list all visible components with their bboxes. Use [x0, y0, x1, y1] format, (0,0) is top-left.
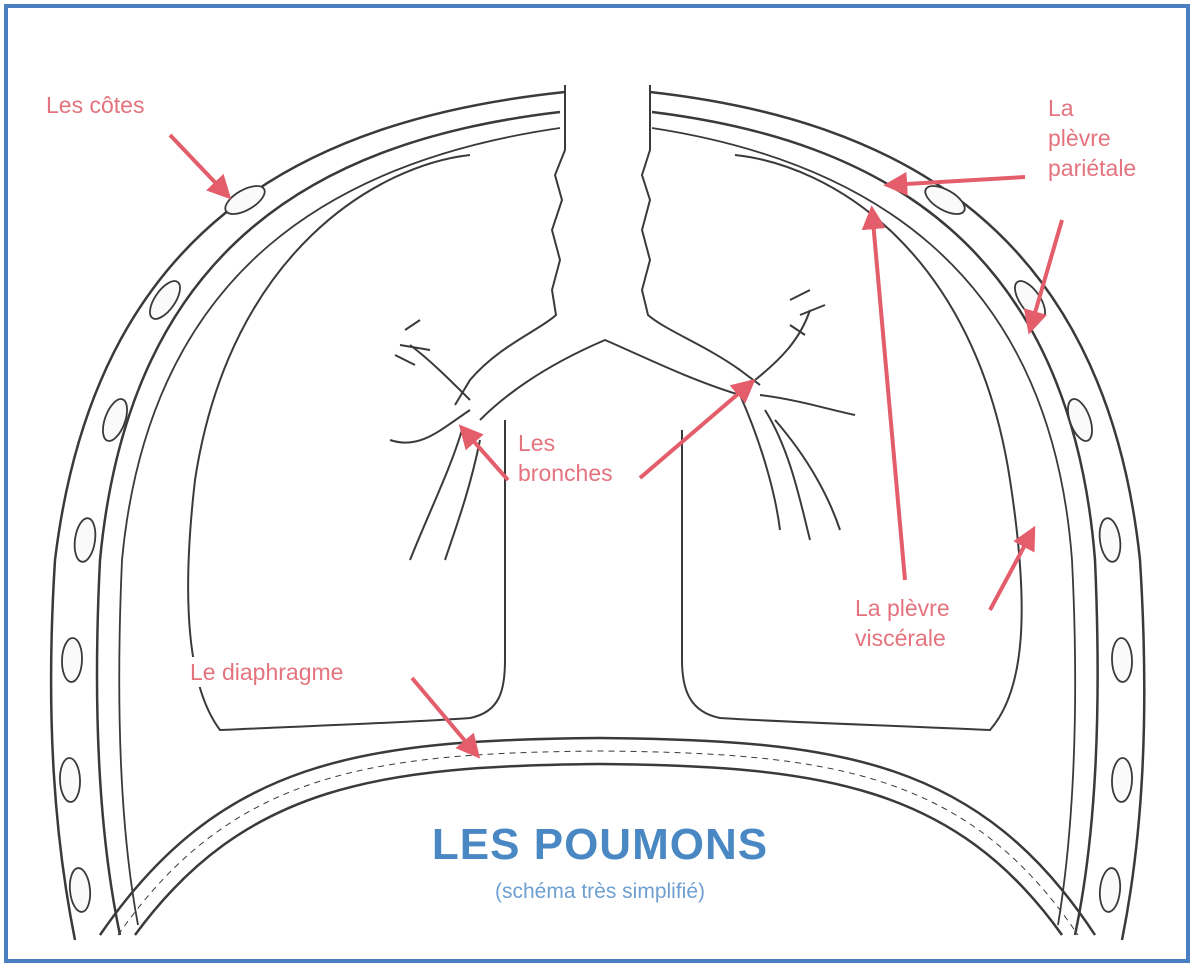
arrow-bronchi-left — [462, 428, 508, 480]
diagram-subtitle: (schéma très simplifié) — [330, 880, 870, 904]
arrow-visceral-pleura-up — [872, 210, 905, 580]
arrow-bronchi-right — [640, 382, 752, 478]
label-parietal-pleura: La plèvre pariétale — [1048, 93, 1136, 183]
rib-sections — [59, 180, 1133, 912]
diagram-title: LES POUMONS — [330, 820, 870, 870]
arrow-visceral-pleura-side — [990, 530, 1033, 610]
label-bronchi: Les bronches — [518, 428, 613, 488]
label-visceral-pleura: La plèvre viscérale — [855, 593, 950, 653]
label-diaphragm: Le diaphragme — [190, 657, 343, 687]
label-ribs: Les côtes — [46, 90, 144, 120]
arrow-parietal-pleura-top — [888, 177, 1025, 185]
arrow-ribs — [170, 135, 228, 196]
